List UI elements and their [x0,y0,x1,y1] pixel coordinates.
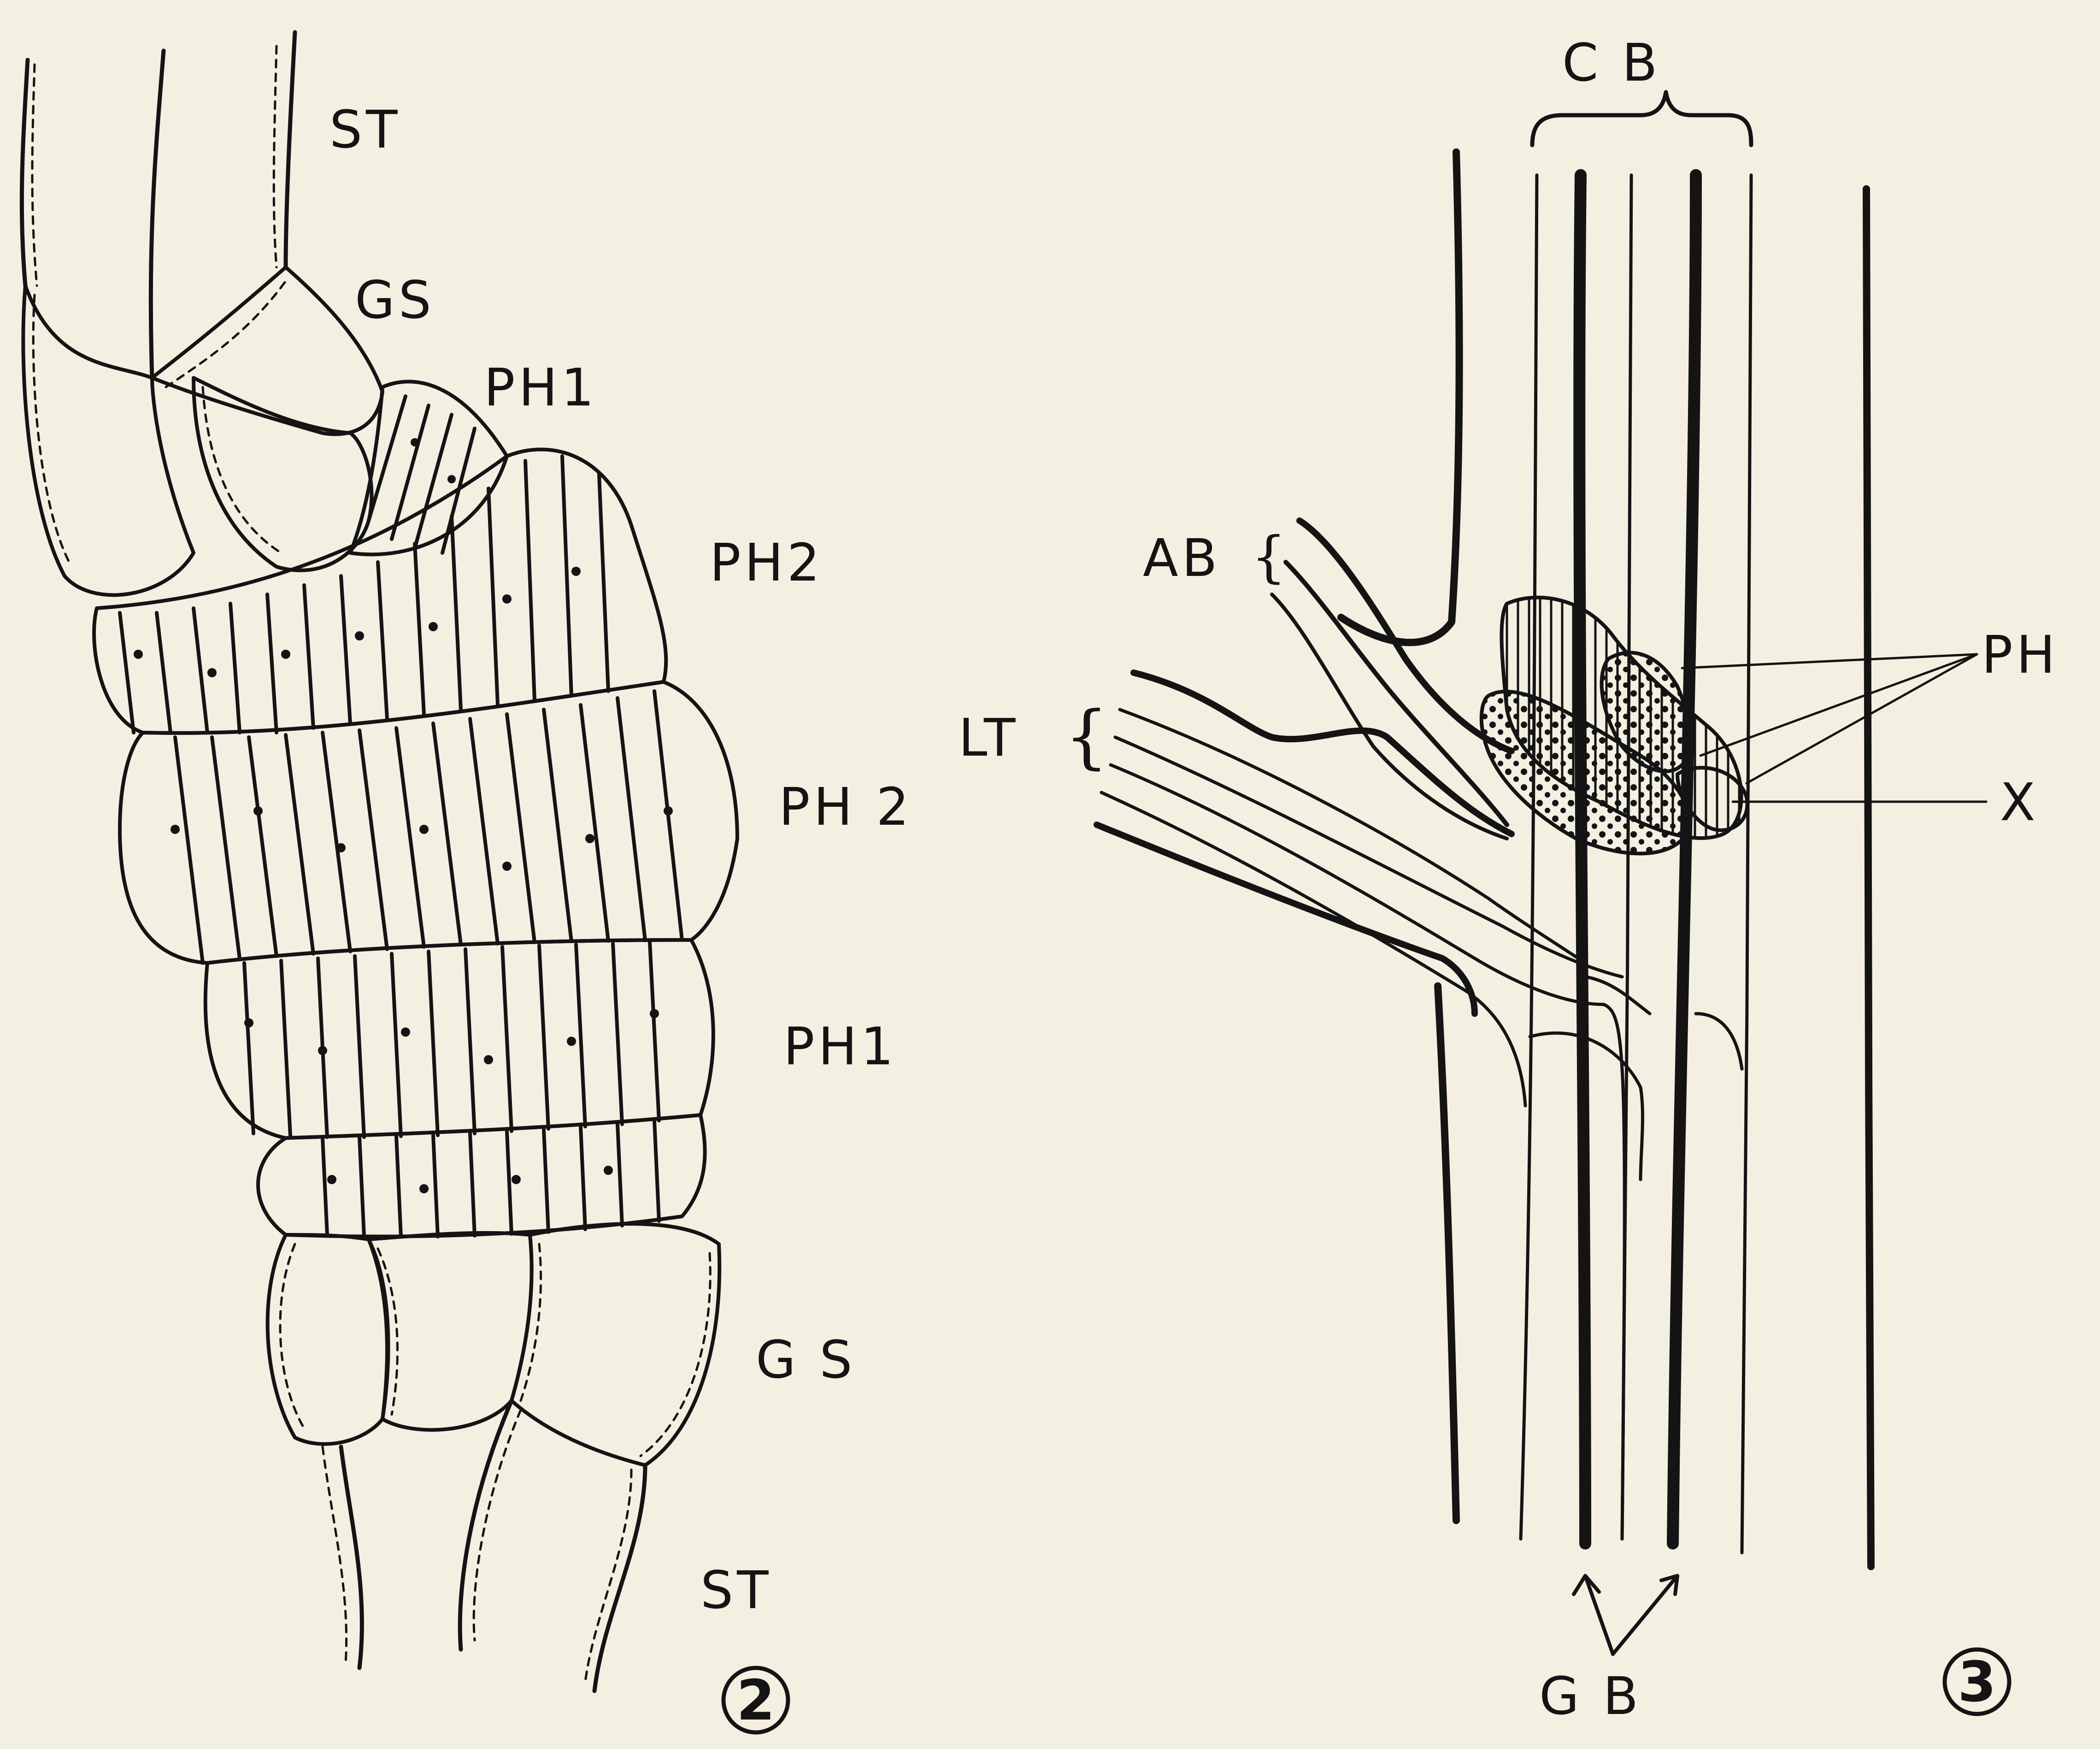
label-st-bottom: ST [700,1561,772,1620]
figure-3-drawing [1097,92,1986,1654]
label-ab: AB [1143,528,1221,588]
label-gs-top: GS [355,270,435,330]
gb-arrows [1574,1576,1677,1654]
ph1-bottom-band [258,1115,705,1237]
label-gs-bottom: G S [756,1330,856,1390]
central-bundle [1521,175,1751,1553]
lt-brace: { [1065,697,1108,777]
ph1-lower-band [206,940,713,1138]
figure-2-number: 2 [736,1669,775,1733]
figure-3-number: 3 [1958,1650,1996,1714]
lower-guard-cells [268,1224,720,1465]
ph2-upper-band [94,449,666,733]
label-ph: PH [1982,625,2059,685]
label-lt: LT [959,708,1019,768]
label-cb: C B [1562,33,1661,93]
bottom-stalk [323,1401,645,1691]
top-stalk [22,32,295,378]
ph2-lower-band [120,682,737,963]
outer-walls [1341,152,1871,1567]
label-ph1-top: PH1 [484,358,598,418]
upper-guard-cells [23,267,382,595]
phenol-cells [1482,598,1747,854]
label-gb: G B [1539,1667,1642,1726]
cb-brace [1532,92,1751,145]
label-x: X [2000,773,2039,833]
label-ph2-lower: PH 2 [779,777,913,837]
label-st-top: ST [329,100,401,160]
ph1-top-band [350,381,507,554]
label-ph2-upper: PH2 [710,533,824,593]
ab-brace: { [1251,525,1286,589]
label-ph1-lower: PH1 [783,1017,897,1077]
